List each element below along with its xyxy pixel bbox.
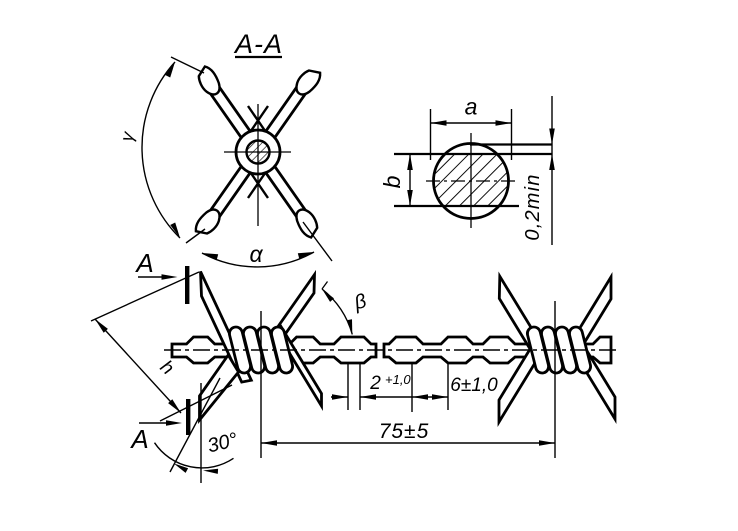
svg-text:75±5: 75±5: [379, 420, 430, 443]
svg-text:6±1,0: 6±1,0: [450, 375, 498, 396]
svg-text:+1,0: +1,0: [385, 372, 411, 387]
svg-text:β: β: [351, 290, 369, 314]
svg-text:a: a: [465, 94, 478, 120]
svg-text:α: α: [249, 241, 263, 267]
svg-text:γ: γ: [116, 129, 138, 143]
svg-text:b: b: [379, 175, 405, 188]
svg-text:h: h: [156, 357, 178, 380]
svg-text:2: 2: [369, 373, 381, 394]
svg-text:A-A: A-A: [233, 29, 283, 59]
svg-text:A: A: [129, 424, 148, 454]
svg-text:A: A: [134, 248, 153, 278]
svg-text:0,2min: 0,2min: [522, 173, 544, 240]
svg-text:30°: 30°: [205, 429, 240, 458]
